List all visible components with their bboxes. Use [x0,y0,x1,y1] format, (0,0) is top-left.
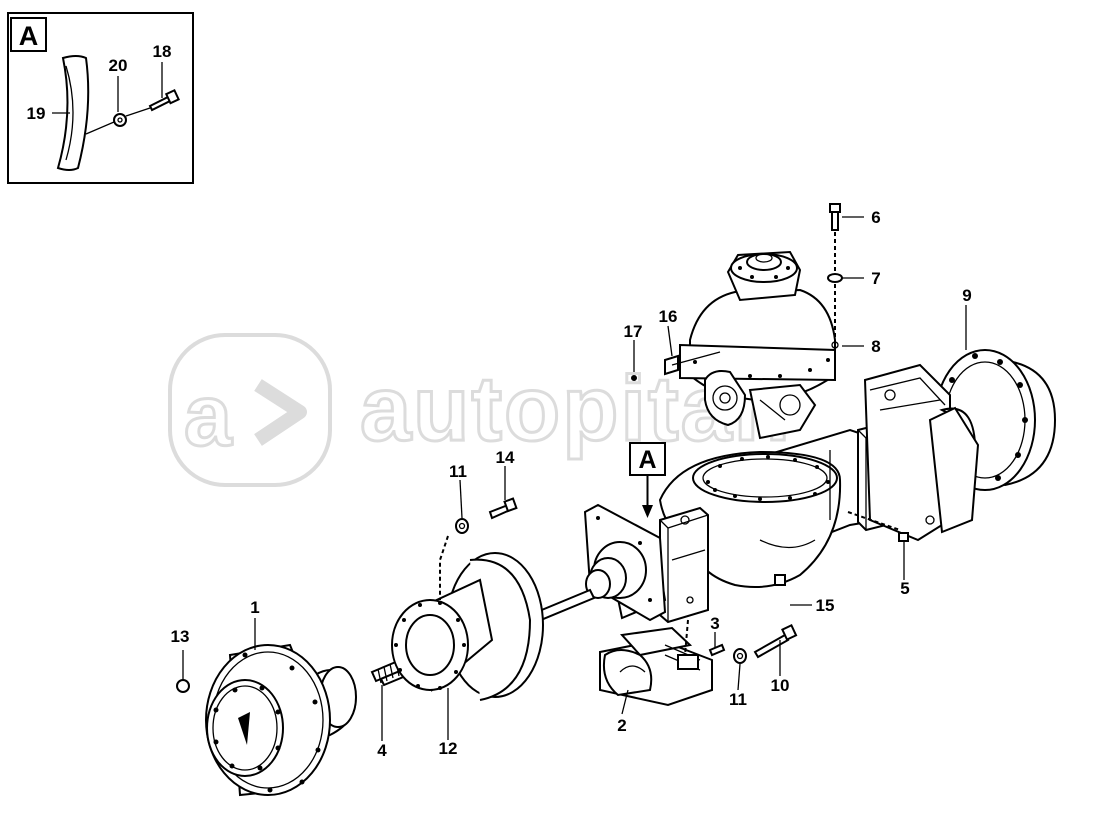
label-part-16: 16 [659,307,678,326]
label-part-2: 2 [617,716,626,735]
brake-caliper [599,626,713,707]
detail-label-18: 18 [153,42,172,61]
axle-housing [583,418,907,624]
label-part-1: 1 [250,598,259,617]
detail-view-a: A 20 18 19 [7,12,194,184]
detail-label-19: 19 [27,104,46,123]
label-part-5: 5 [900,579,909,598]
left-brake-disc [370,552,596,701]
label-part-17: 17 [624,322,643,341]
label-part-11-top: 11 [449,462,467,481]
label-part-4: 4 [377,741,387,760]
label-part-7: 7 [871,269,880,288]
label-part-3: 3 [710,614,719,633]
label-part-14: 14 [496,448,515,467]
label-part-6: 6 [871,208,880,227]
label-part-11-bottom: 11 [729,690,747,709]
label-part-10: 10 [771,676,790,695]
left-wheel-hub [205,643,357,797]
part-labels: 1 2 3 4 5 6 7 8 9 10 11 11 12 13 14 15 1… [171,208,972,760]
leader-lines [182,216,967,741]
label-part-15: 15 [816,596,835,615]
detail-label-20: 20 [109,56,128,75]
view-marker-a: A [629,442,666,518]
assembly-guide-lines [439,232,901,656]
right-wheel-hub [863,349,1057,542]
label-part-13: 13 [171,627,190,646]
label-part-12: 12 [439,739,458,758]
label-part-8: 8 [871,337,880,356]
differential-carrier [679,250,836,440]
label-part-9: 9 [962,286,971,305]
view-marker-letter: A [638,446,656,474]
svg-text:a: a [184,368,234,464]
detail-view-letter: A [19,21,39,51]
